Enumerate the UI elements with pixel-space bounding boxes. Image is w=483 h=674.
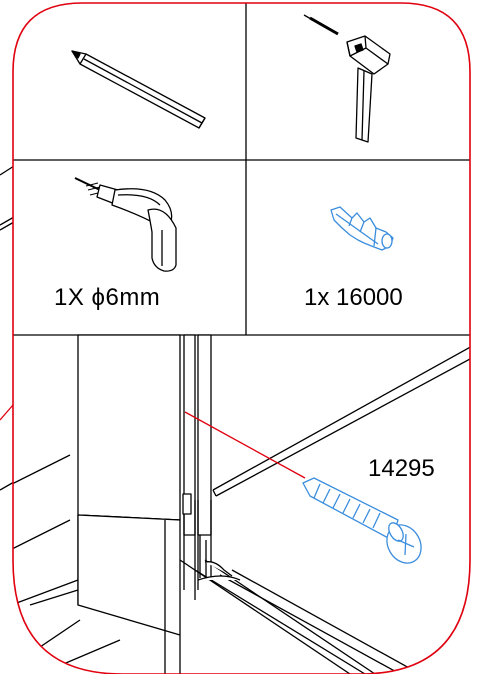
detail-leader <box>0 404 14 421</box>
cabinet-scene <box>13 334 470 674</box>
drill-guide-line <box>184 411 306 479</box>
wall-plug-quantity-label: 1x 16000 <box>304 284 403 311</box>
pencil-icon <box>71 50 206 129</box>
screw-part-number: 14295 <box>368 455 435 482</box>
background-scene-outside <box>0 165 15 491</box>
drill-icon <box>74 177 177 272</box>
drill-size-label: 1X ϕ6mm <box>54 284 161 311</box>
detail-frame <box>12 2 471 674</box>
wall-plug-icon <box>330 206 394 251</box>
hammer-icon <box>303 14 391 143</box>
screw-icon <box>302 477 422 564</box>
